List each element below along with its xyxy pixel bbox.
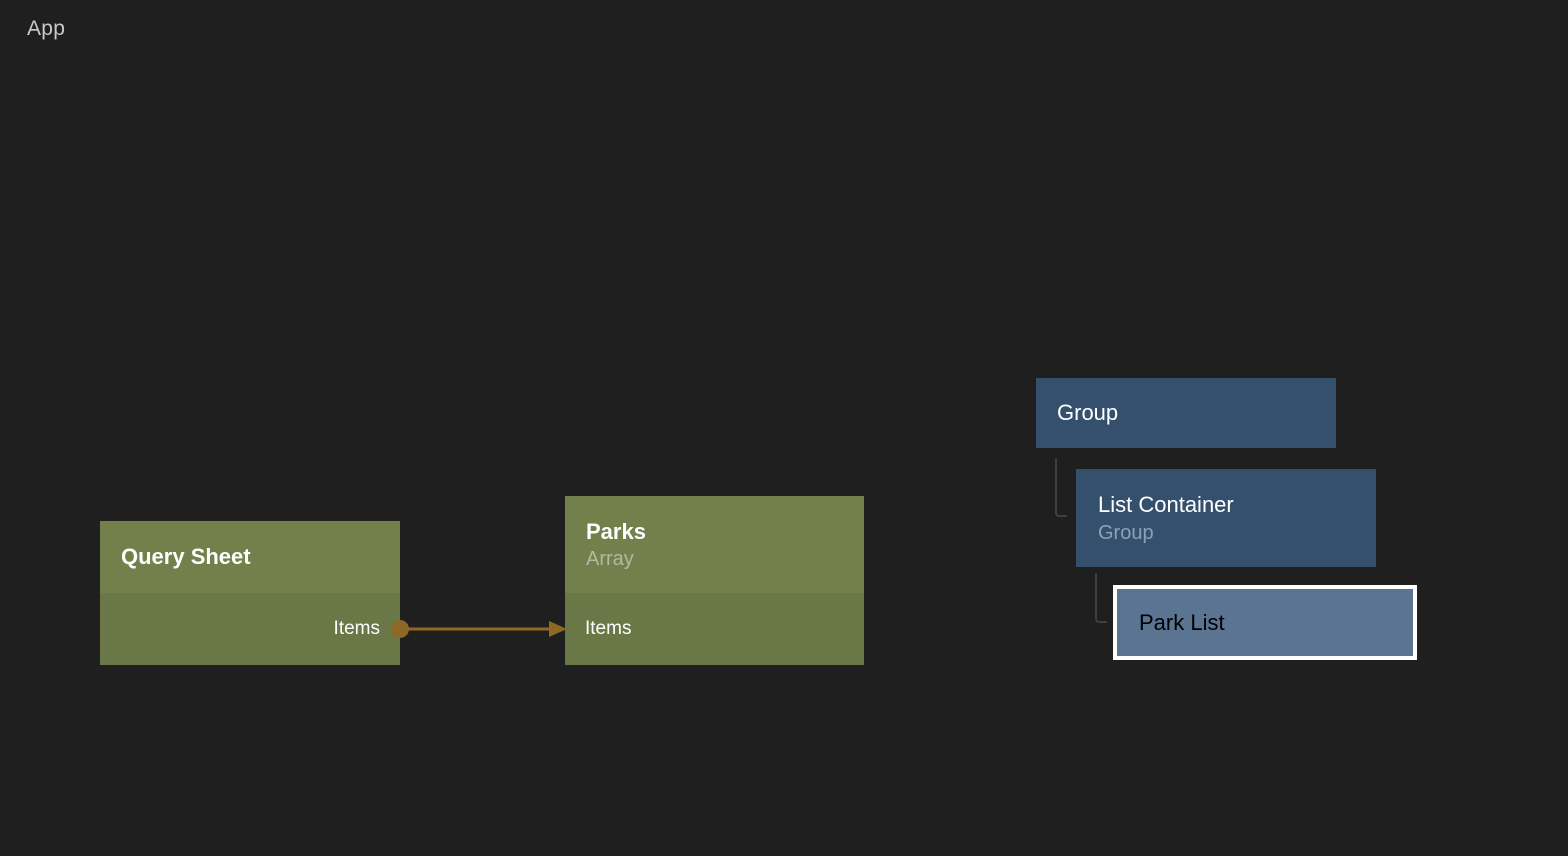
node-parks[interactable]: Parks Array Items (565, 496, 864, 665)
node-title: Park List (1139, 609, 1225, 635)
node-subtitle: Group (1098, 521, 1154, 544)
node-subtitle: Array (586, 547, 634, 570)
output-port-label-items: Items (333, 618, 380, 639)
node-parks-header: Parks Array (565, 496, 864, 593)
node-query-sheet-port-row: Items (100, 593, 400, 665)
tree-connector-group-to-list-container (1055, 458, 1067, 517)
node-title: Query Sheet (121, 544, 251, 569)
tree-node-park-list-selected[interactable]: Park List (1113, 585, 1417, 660)
node-title: List Container (1098, 491, 1234, 517)
node-query-sheet-header: Query Sheet (100, 521, 400, 593)
tree-node-group[interactable]: Group (1036, 378, 1336, 448)
node-title: Group (1057, 400, 1119, 425)
wire-query-sheet-items-to-parks-items (391, 620, 567, 638)
tree-connector-list-container-to-park-list (1095, 573, 1107, 623)
node-title: Parks (586, 518, 646, 544)
node-parks-port-row: Items (565, 593, 864, 665)
node-query-sheet[interactable]: Query Sheet Items (100, 521, 400, 665)
breadcrumb-app-label: App (27, 17, 66, 40)
input-port-label-items: Items (585, 618, 632, 639)
tree-node-list-container[interactable]: List Container Group (1076, 469, 1376, 567)
